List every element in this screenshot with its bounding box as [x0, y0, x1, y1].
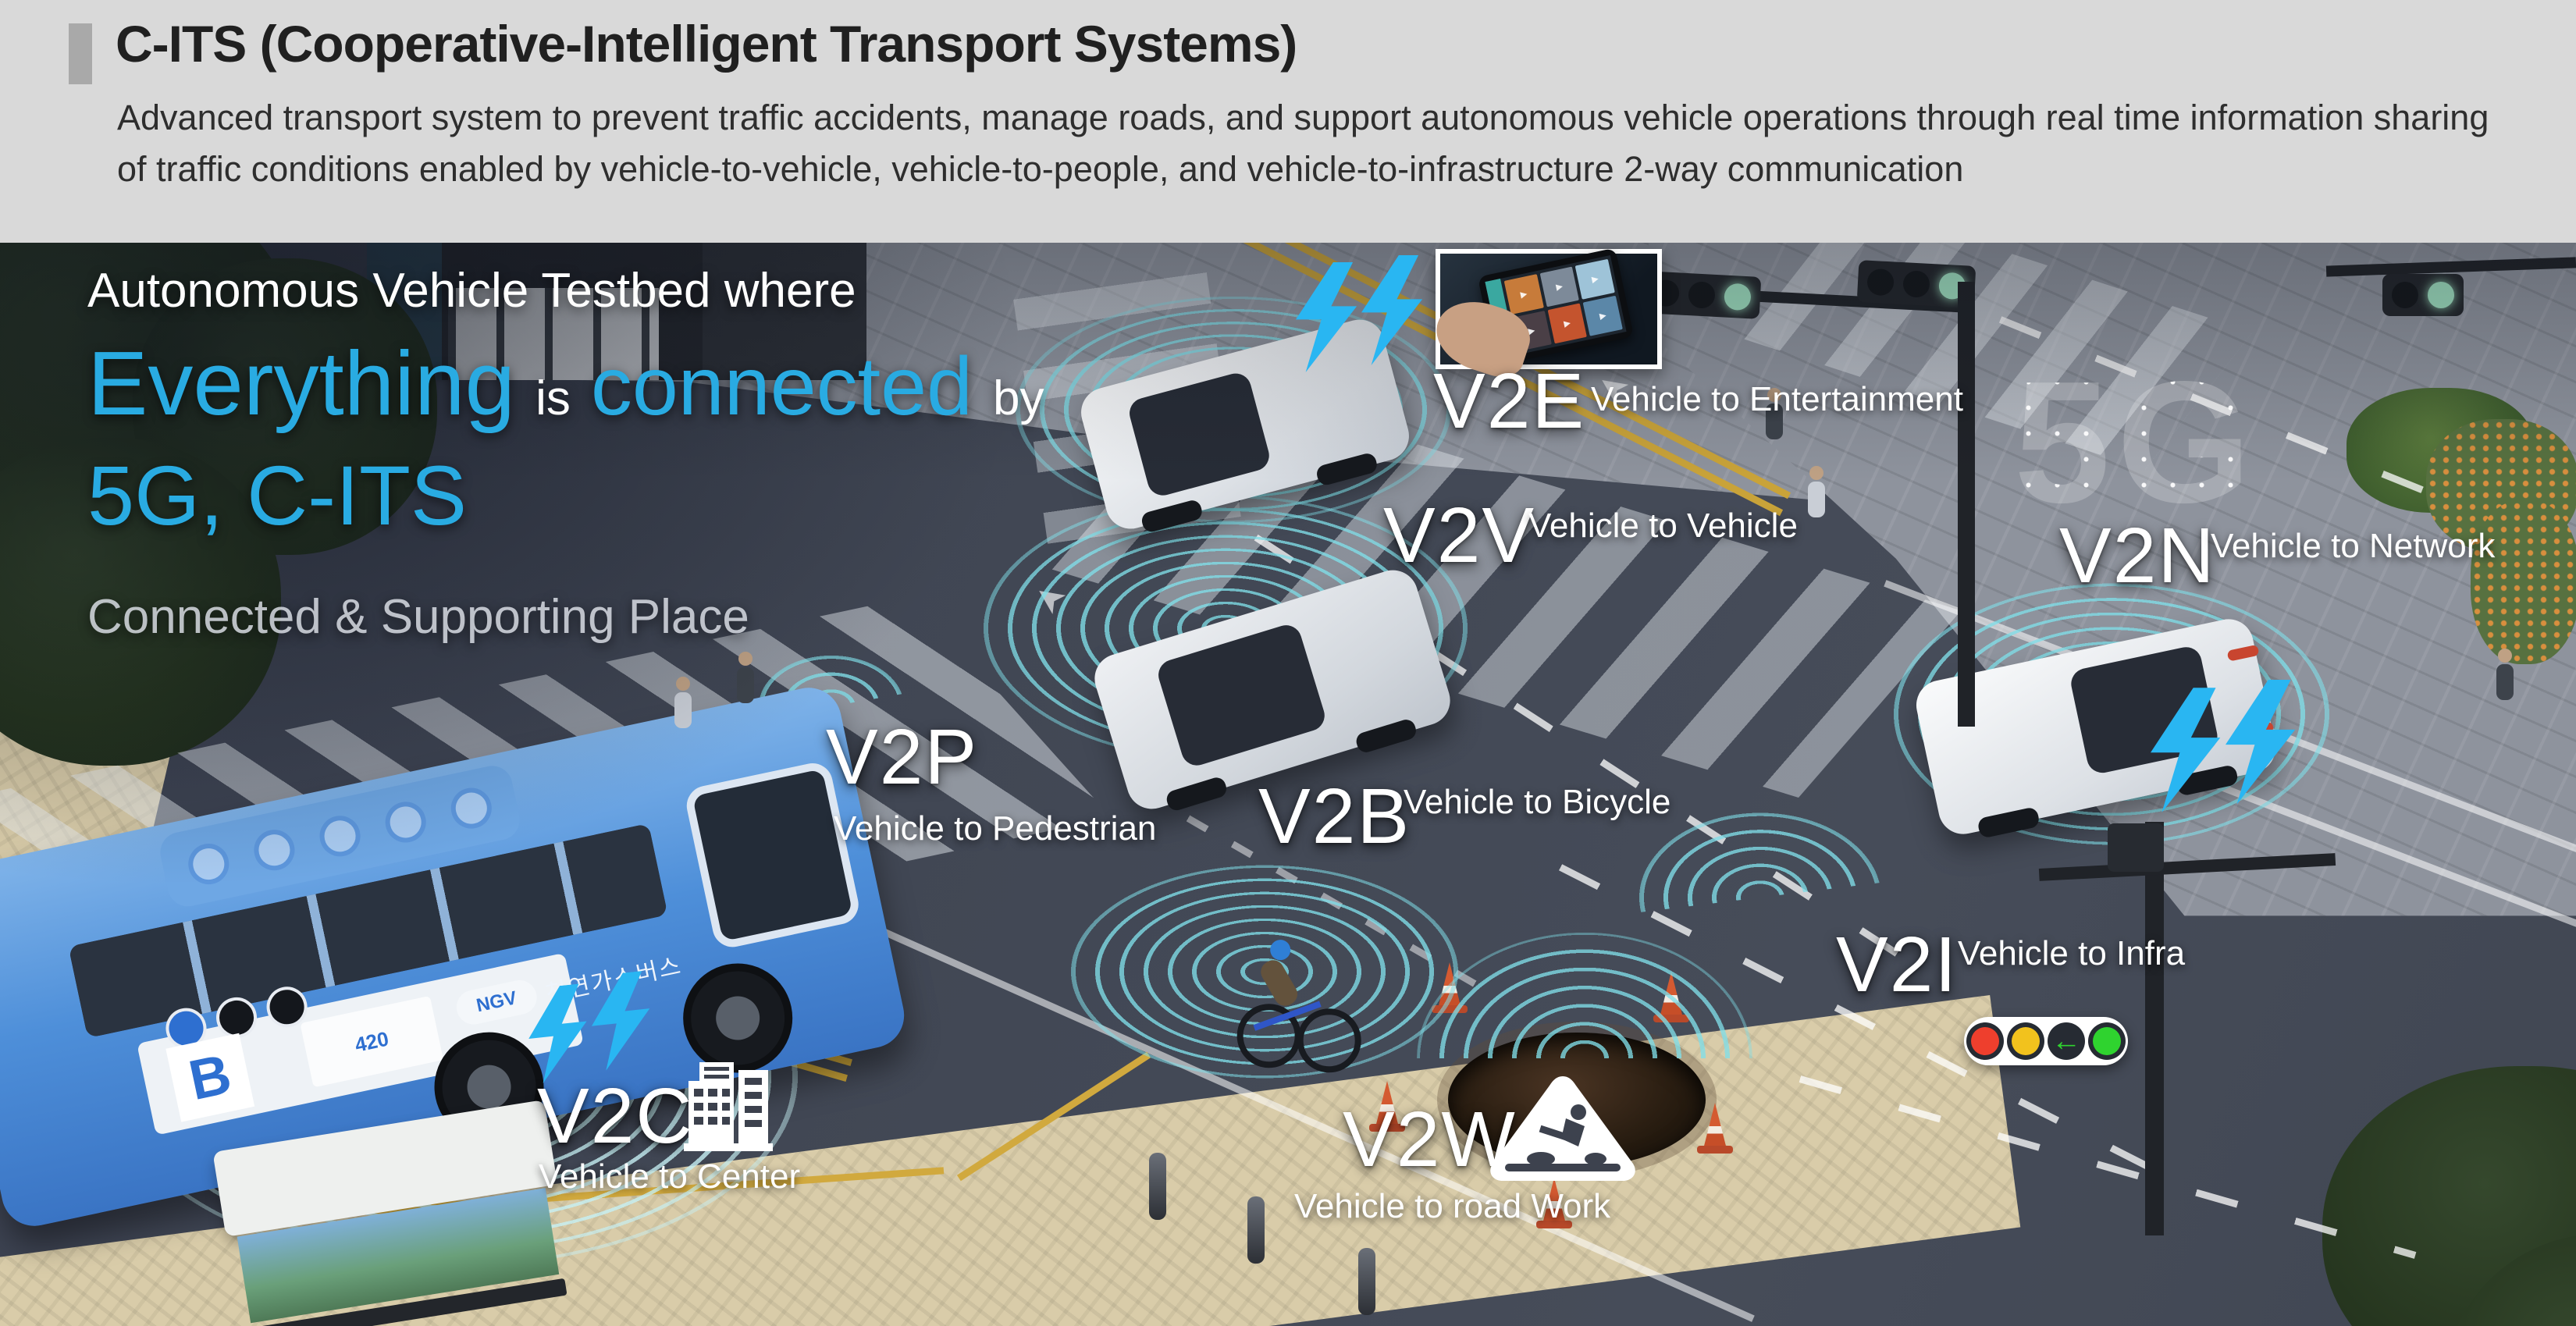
video-thumbnail: [1503, 274, 1544, 315]
hero-subtitle: Connected & Supporting Place: [87, 590, 749, 644]
v2x-label-v2v: Vehicle to Vehicle: [1528, 507, 1798, 545]
hero-5g-cits: 5G, C-ITS: [87, 448, 468, 542]
page-description: Advanced transport system to prevent tra…: [117, 98, 2489, 190]
video-thumbnail: [1574, 258, 1615, 300]
page-title: C-ITS (Cooperative-Intelligent Transport…: [116, 15, 1297, 73]
pedestrian: [735, 652, 756, 703]
lightning-bolt-icon: [1296, 255, 1460, 372]
v2x-code-v2p: V2P: [826, 713, 979, 801]
v2x-label-v2i: Vehicle to Infra: [1958, 934, 2186, 972]
traffic-signal-head: [2382, 274, 2464, 316]
v2x-label-v2c: Vehicle to Center: [539, 1157, 801, 1196]
hero-line2: Everything is connected by: [87, 331, 1044, 435]
hero-line1: Autonomous Vehicle Testbed where: [87, 264, 856, 318]
cyclist: [1215, 930, 1369, 1085]
tablet-entertainment-image: [1427, 247, 1662, 384]
sensor-pole: [2145, 822, 2164, 1235]
pedestrian: [673, 677, 693, 728]
bollard: [1358, 1248, 1375, 1315]
header: C-ITS (Cooperative-Intelligent Transport…: [0, 0, 2576, 243]
signal-pole: [1958, 282, 1975, 727]
hero-everything: Everything: [87, 332, 516, 434]
hero-is: is: [535, 371, 571, 425]
pedestrian: [2495, 649, 2515, 700]
v2x-code-v2v: V2V: [1383, 492, 1536, 579]
building-icon: [684, 1062, 773, 1151]
video-thumbnail: [1539, 266, 1580, 308]
video-thumbnail: [1582, 295, 1623, 336]
v2x-code-v2i: V2I: [1836, 921, 1959, 1008]
lightning-bolt-icon: [2151, 680, 2338, 812]
flowerbed-right-2: [2471, 500, 2576, 664]
5g-logo: 5G 5G: [2014, 318, 2342, 567]
hero-connected: connected: [590, 340, 973, 432]
v2x-code-v2w: V2W: [1343, 1096, 1517, 1183]
traffic-cone: [1697, 1103, 1733, 1154]
pedestrian: [1806, 466, 1827, 517]
intersection-scene: ➤ ➤ ➤ B 420: [0, 243, 2576, 1326]
roadside-sensor-unit: [2108, 823, 2164, 872]
v2x-label-v2p: Vehicle to Pedestrian: [834, 809, 1157, 848]
hero-headline: Autonomous Vehicle Testbed where Everyth…: [87, 263, 1044, 645]
title-accent-bar: [69, 23, 92, 84]
bollard: [1247, 1196, 1265, 1264]
v2x-code-v2e: V2E: [1433, 357, 1586, 445]
v2x-code-v2b: V2B: [1258, 773, 1411, 860]
v2x-label-v2b: Vehicle to Bicycle: [1404, 783, 1671, 821]
v2x-label-v2e: Vehicle to Entertainment: [1591, 380, 1963, 418]
video-thumbnail: [1547, 303, 1588, 344]
roadwork-sign-icon: [1490, 1076, 1635, 1181]
v2x-code-v2c: V2C: [537, 1072, 694, 1160]
lightning-bolt-icon: [523, 967, 692, 1085]
hero-by: by: [993, 371, 1044, 425]
v2x-label-v2w: Vehicle to road Work: [1294, 1187, 1611, 1225]
bus-b-logo: B: [165, 1033, 255, 1122]
v2x-code-v2n: V2N: [2059, 512, 2216, 599]
green-left-arrow-icon: ←: [2051, 1025, 2081, 1058]
bollard: [1149, 1153, 1166, 1220]
traffic-light-icon: ←: [1964, 1017, 2128, 1065]
v2x-label-v2n: Vehicle to Network: [2211, 527, 2496, 565]
